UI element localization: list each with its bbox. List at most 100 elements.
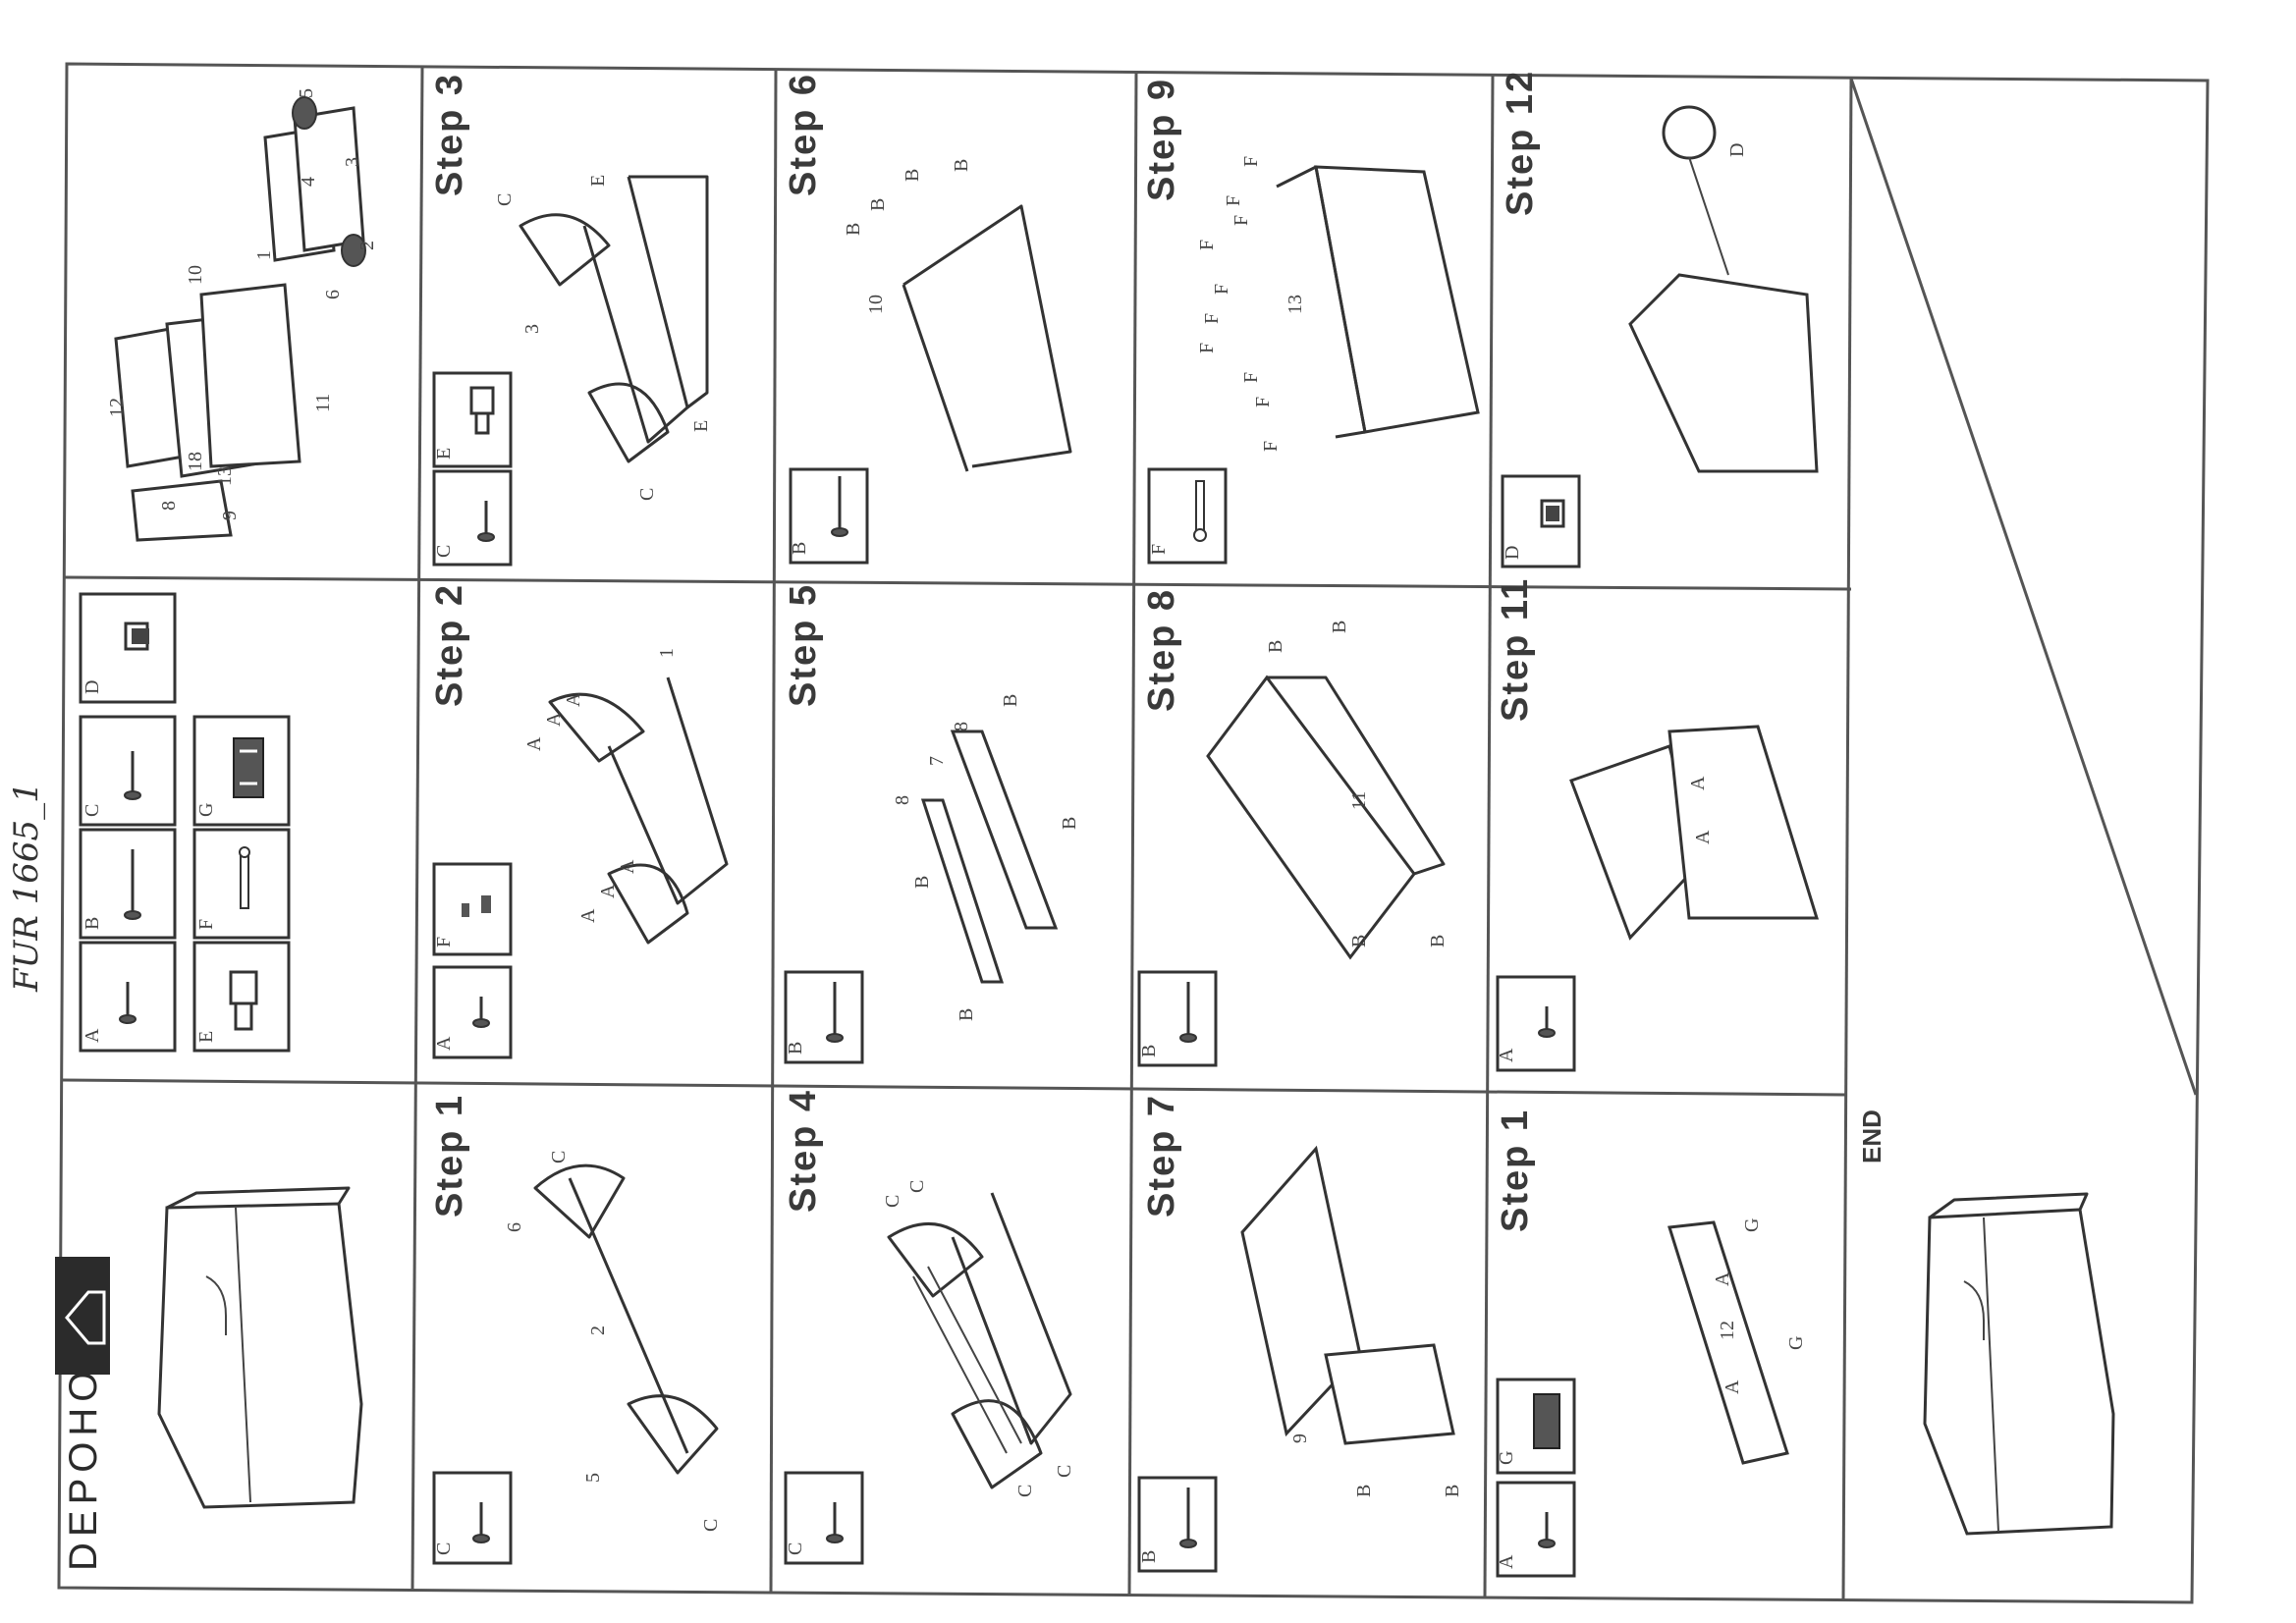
- svg-text:12: 12: [1717, 1321, 1738, 1340]
- svg-text:A: A: [577, 908, 599, 923]
- svg-text:B: B: [1138, 1550, 1160, 1563]
- svg-text:B: B: [789, 542, 810, 555]
- svg-text:F: F: [433, 937, 455, 947]
- svg-text:C: C: [494, 193, 516, 206]
- step-6: Step 6 B B B B B 10: [783, 73, 1072, 565]
- svg-text:C: C: [1014, 1485, 1036, 1497]
- page-grid: [57, 62, 2210, 1604]
- svg-text:3: 3: [521, 324, 543, 334]
- long-screw-icon: [831, 476, 848, 537]
- svg-text:8: 8: [158, 501, 180, 511]
- svg-text:11: 11: [312, 394, 334, 412]
- svg-text:C: C: [82, 804, 103, 817]
- svg-text:7: 7: [926, 756, 948, 766]
- svg-text:G: G: [1785, 1336, 1807, 1350]
- svg-text:F: F: [1252, 397, 1274, 407]
- svg-text:Step 12: Step 12: [1500, 70, 1541, 216]
- svg-text:G: G: [1496, 1451, 1517, 1465]
- svg-text:Step 4: Step 4: [783, 1089, 824, 1213]
- legend-item-e: E: [192, 941, 291, 1053]
- brand-cell: DEPOHOME: [55, 1186, 363, 1571]
- svg-text:A: A: [543, 712, 565, 727]
- step-7: Step 7 B 9 B B: [1137, 1094, 1463, 1573]
- svg-text:C: C: [785, 1542, 806, 1555]
- svg-text:C: C: [548, 1151, 570, 1163]
- short-screw-icon: [119, 982, 137, 1024]
- svg-text:13: 13: [214, 466, 236, 486]
- svg-text:13: 13: [1285, 295, 1306, 314]
- svg-text:9: 9: [1289, 1434, 1311, 1443]
- svg-text:A: A: [1712, 1271, 1733, 1286]
- svg-text:B: B: [785, 1042, 806, 1055]
- svg-text:Step 6: Step 6: [783, 73, 824, 196]
- svg-text:4: 4: [298, 177, 319, 187]
- short-screw-icon: [472, 997, 490, 1028]
- svg-text:A: A: [1496, 1048, 1517, 1062]
- step-1b: Step 1 A G A G 12 A G: [1495, 1109, 1807, 1578]
- svg-text:G: G: [195, 803, 217, 817]
- svg-text:Step 9: Step 9: [1141, 78, 1182, 201]
- svg-text:B: B: [911, 876, 933, 889]
- medium-screw-icon: [124, 751, 141, 800]
- lid-stay-icon: [1540, 499, 1565, 528]
- svg-text:11: 11: [1348, 791, 1370, 810]
- svg-text:B: B: [951, 159, 972, 172]
- svg-text:E: E: [433, 448, 455, 460]
- svg-text:C: C: [1054, 1465, 1075, 1478]
- svg-text:B: B: [867, 198, 889, 211]
- svg-text:Step 5: Step 5: [783, 583, 824, 707]
- end-cell: END: [1857, 1109, 2115, 1536]
- svg-text:B: B: [843, 223, 864, 236]
- svg-text:1: 1: [656, 648, 678, 658]
- svg-text:A: A: [523, 736, 545, 751]
- svg-text:A: A: [563, 692, 584, 707]
- legend-item-b: B: [79, 828, 177, 940]
- svg-text:END: END: [1857, 1109, 1886, 1163]
- medium-screw-icon: [477, 501, 495, 542]
- medium-screw-icon: [826, 1502, 844, 1543]
- svg-text:C: C: [882, 1195, 903, 1208]
- svg-text:B: B: [1138, 1045, 1160, 1057]
- svg-text:F: F: [1230, 215, 1252, 226]
- lid-stay-icon: [124, 622, 149, 651]
- step-4: Step 4 C C C C C: [783, 1089, 1075, 1565]
- svg-text:B: B: [1353, 1485, 1375, 1497]
- svg-text:C: C: [636, 488, 658, 501]
- svg-text:G: G: [1741, 1218, 1763, 1232]
- svg-text:F: F: [195, 919, 217, 930]
- svg-text:Step 2: Step 2: [429, 583, 470, 707]
- svg-text:B: B: [82, 917, 103, 930]
- short-screw-icon: [1538, 1006, 1556, 1038]
- legend-item-d: D: [79, 592, 177, 704]
- legend-item-c: C: [79, 715, 177, 827]
- svg-text:B: B: [1442, 1485, 1463, 1497]
- svg-text:Step 8: Step 8: [1141, 588, 1182, 712]
- svg-text:B: B: [1265, 640, 1286, 653]
- svg-text:B: B: [1427, 935, 1449, 947]
- legend-item-g: G: [192, 715, 291, 827]
- svg-text:F: F: [1196, 343, 1218, 353]
- nail-icon: [1193, 480, 1207, 542]
- svg-text:F: F: [1201, 313, 1223, 324]
- svg-text:C: C: [906, 1180, 928, 1193]
- svg-text:B: B: [1059, 817, 1080, 830]
- svg-text:F: F: [1240, 372, 1262, 383]
- svg-text:B: B: [902, 169, 923, 182]
- svg-text:Step 1: Step 1: [429, 1094, 470, 1217]
- svg-text:5: 5: [582, 1473, 604, 1483]
- svg-text:10: 10: [865, 295, 887, 314]
- svg-text:C: C: [433, 545, 455, 558]
- svg-text:A: A: [1687, 776, 1709, 790]
- hardware-legend: A B C D E F G: [79, 592, 291, 1053]
- long-screw-icon: [826, 982, 844, 1043]
- svg-text:6: 6: [322, 290, 344, 299]
- brand-logo: DEPOHOME: [55, 1257, 110, 1571]
- svg-text:10: 10: [185, 265, 206, 285]
- svg-text:B: B: [956, 1008, 977, 1021]
- svg-text:18: 18: [185, 452, 206, 471]
- svg-text:Step 1: Step 1: [1495, 1109, 1536, 1232]
- svg-text:A: A: [82, 1028, 103, 1043]
- long-screw-icon: [1179, 982, 1197, 1043]
- svg-text:D: D: [82, 680, 103, 694]
